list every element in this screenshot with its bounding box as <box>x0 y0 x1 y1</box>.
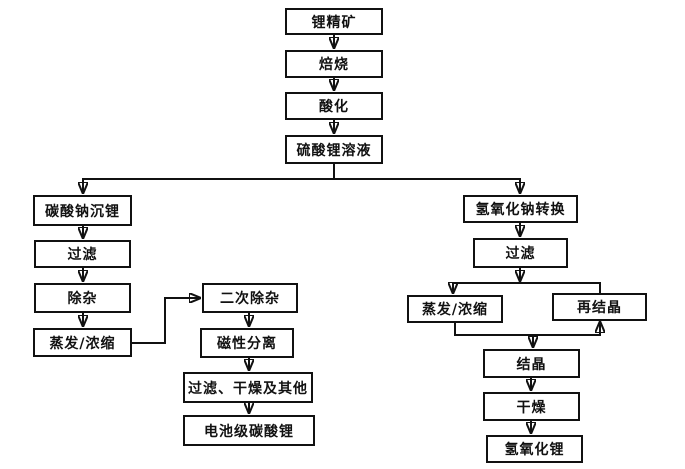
node-impurity-removal: 除杂 <box>34 283 131 313</box>
node-filtration-right: 过滤 <box>473 238 568 268</box>
node-roasting: 焙烧 <box>285 50 383 78</box>
node-evaporation-concentration-left: 蒸发/浓缩 <box>33 328 132 357</box>
node-recrystallization: 再结晶 <box>552 293 647 321</box>
node-acidification: 酸化 <box>285 92 383 120</box>
node-sodium-hydroxide-conversion: 氢氧化钠转换 <box>463 195 578 223</box>
node-lithium-hydroxide: 氢氧化锂 <box>486 435 583 463</box>
arrow-evaporation-to-secondary <box>132 298 200 344</box>
node-filtration-drying-others: 过滤、干燥及其他 <box>183 372 313 403</box>
arrow-solution-to-sodium-hydroxide <box>334 178 520 193</box>
node-battery-grade-lithium-carbonate: 电池级碳酸锂 <box>183 415 315 446</box>
node-lithium-concentrate: 锂精矿 <box>285 8 383 35</box>
node-magnetic-separation: 磁性分离 <box>200 328 294 358</box>
node-secondary-impurity-removal: 二次除杂 <box>202 283 298 313</box>
node-lithium-sulfate-solution: 硫酸锂溶液 <box>285 135 383 164</box>
node-sodium-carbonate-precipitation: 碳酸钠沉锂 <box>33 195 132 226</box>
node-filtration-left: 过滤 <box>34 240 131 268</box>
line-recrystallization-to-junction <box>453 282 601 293</box>
arrow-solution-to-sodium-carbonate <box>83 164 335 193</box>
node-evaporation-concentration-right: 蒸发/浓缩 <box>407 295 503 323</box>
node-crystallization: 结晶 <box>483 349 580 378</box>
arrow-evaporation-to-recrystallization <box>454 322 600 336</box>
node-drying: 干燥 <box>483 392 580 421</box>
